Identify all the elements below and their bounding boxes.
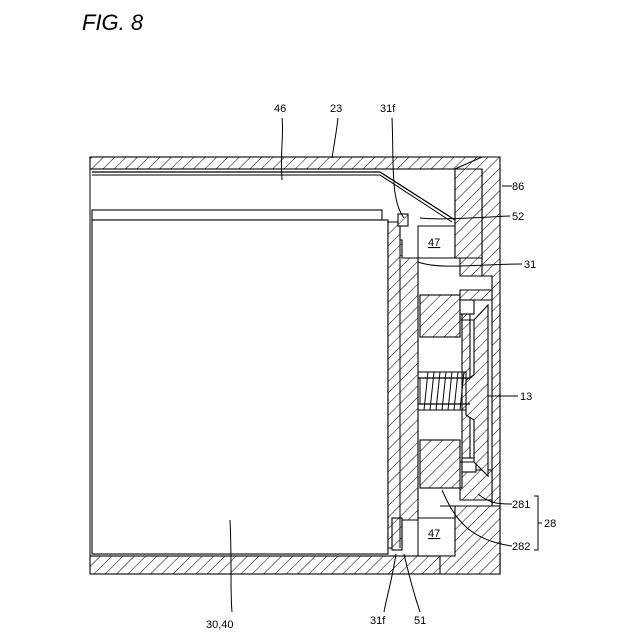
spring	[418, 372, 470, 410]
label-281: 281	[512, 499, 530, 511]
label-13: 13	[520, 391, 532, 403]
plate-31	[388, 214, 418, 550]
label-47-bottom: 47	[428, 528, 440, 540]
label-47-top: 47	[428, 237, 440, 249]
housing-top-wall-23	[90, 157, 482, 169]
label-46: 46	[274, 103, 286, 115]
figure-title: FIG. 8	[82, 10, 144, 35]
label-86: 86	[512, 181, 524, 193]
valve-base-282-upper	[420, 295, 460, 337]
label-31f-bottom: 31f	[370, 615, 386, 627]
label-51: 51	[414, 615, 426, 627]
label-31: 31	[524, 259, 536, 271]
label-52: 52	[512, 211, 524, 223]
label-28: 28	[544, 518, 556, 530]
label-23: 23	[330, 103, 342, 115]
label-282: 282	[512, 541, 530, 553]
label-30-40: 30,40	[206, 619, 234, 631]
battery-stack-30-40	[92, 210, 388, 554]
label-31f-top: 31f	[380, 103, 396, 115]
valve-base-282-lower	[420, 440, 460, 488]
